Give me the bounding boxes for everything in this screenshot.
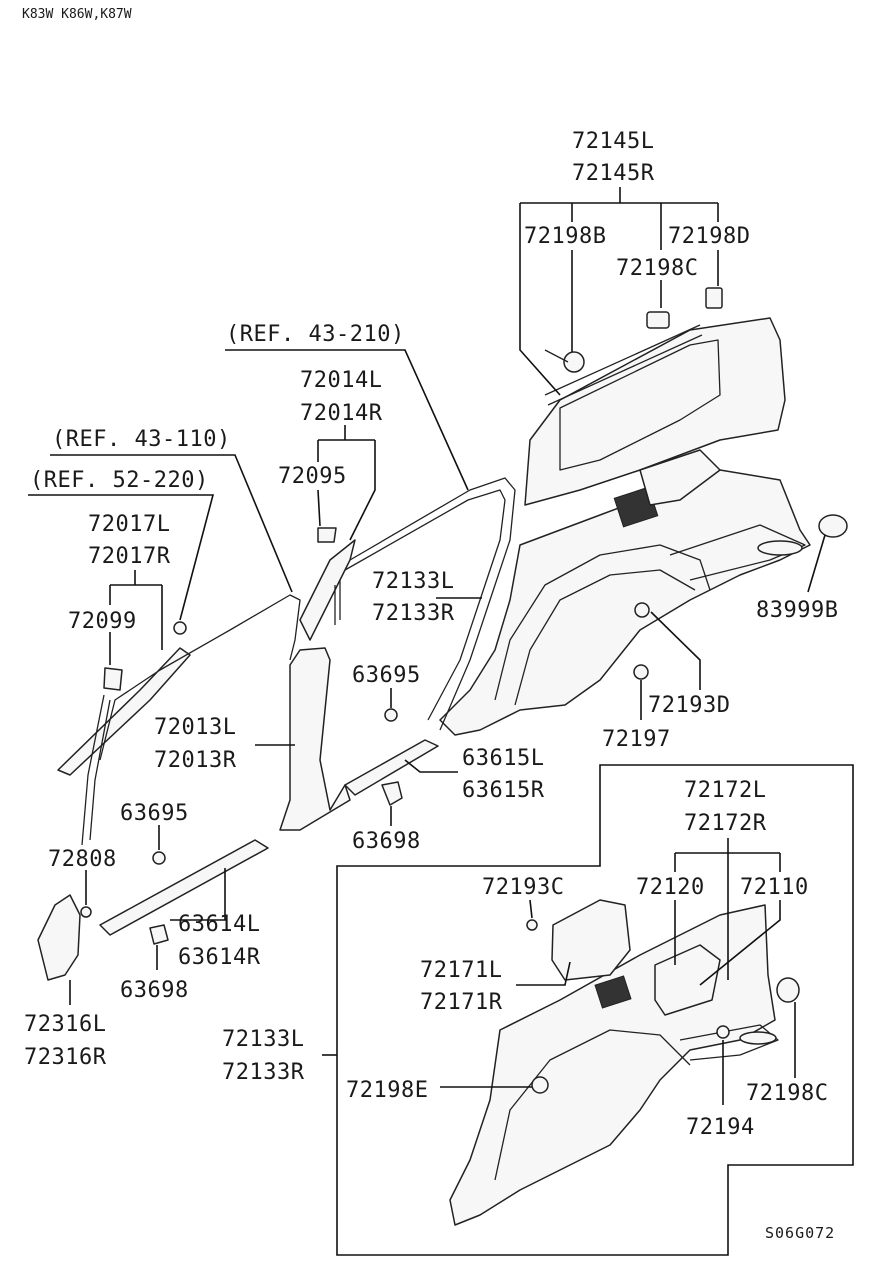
model-code: K83W K86W,K87W (22, 7, 132, 22)
front-pillar-trim (57, 647, 191, 776)
figure-code: S06G072 (765, 1224, 835, 1242)
label-63695-b: 63695 (120, 801, 189, 826)
center-pillar-lower-trim (279, 647, 351, 831)
quarter-window-opening (559, 339, 721, 471)
parts-artwork (37, 287, 848, 981)
label-72808: 72808 (48, 847, 117, 872)
detail-inset (336, 764, 854, 1256)
label-72017l: 72017L (88, 512, 170, 537)
rear-scuff-plate (344, 739, 439, 796)
label-72172r: 72172R (684, 811, 767, 836)
label-72171l: 72171L (420, 958, 502, 983)
label-72316l: 72316L (24, 1012, 106, 1037)
label-72133l-top: 72133L (372, 569, 454, 594)
label-72120: 72120 (636, 875, 705, 900)
label-72099: 72099 (68, 609, 137, 634)
quarter-trim-upper-panel (524, 317, 786, 506)
label-72198d: 72198D (668, 224, 750, 249)
label-72133l-bottom: 72133L (222, 1027, 304, 1052)
label-72198c-top: 72198C (616, 256, 698, 281)
part-labels: 72145L 72145R 72198B 72198D 72198C (REF.… (24, 129, 838, 1140)
center-pillar-upper-trim (299, 539, 356, 641)
label-72194: 72194 (686, 1115, 755, 1140)
label-72014l: 72014L (300, 368, 382, 393)
leader-lines (28, 187, 826, 1105)
label-63698-a: 63698 (352, 829, 421, 854)
label-72145r: 72145R (572, 161, 655, 186)
label-ref-52-220: (REF. 52-220) (30, 468, 209, 493)
label-72198c-bottom: 72198C (746, 1081, 828, 1106)
label-72110: 72110 (740, 875, 809, 900)
label-72013l: 72013L (154, 715, 236, 740)
label-72172l: 72172L (684, 778, 766, 803)
wheel-house-arch (494, 544, 711, 701)
label-63614r: 63614R (178, 945, 261, 970)
door-opening-weatherstrip (349, 477, 516, 731)
label-72198e: 72198E (346, 1078, 428, 1103)
label-72193c: 72193C (482, 875, 564, 900)
label-72198b: 72198B (524, 224, 606, 249)
label-83999b: 83999B (756, 598, 838, 623)
label-63695-a: 63695 (352, 663, 421, 688)
label-63698-b: 63698 (120, 978, 189, 1003)
label-72014r: 72014R (300, 401, 383, 426)
quarter-trim-lower-panel (439, 469, 811, 736)
label-72197: 72197 (602, 727, 671, 752)
cowl-side-trim (37, 894, 81, 981)
storage-lid-top (639, 449, 721, 506)
label-72017r: 72017R (88, 544, 171, 569)
label-63614l: 63614L (178, 912, 260, 937)
storage-lid (654, 944, 721, 1016)
label-72095: 72095 (278, 464, 347, 489)
label-63615r: 63615R (462, 778, 545, 803)
label-ref-43-210: (REF. 43-210) (226, 322, 405, 347)
front-scuff-plate (99, 839, 269, 936)
label-72133r-bottom: 72133R (222, 1060, 305, 1085)
label-72316r: 72316R (24, 1045, 107, 1070)
label-72145l: 72145L (572, 129, 654, 154)
storage-box (551, 899, 631, 981)
label-72013r: 72013R (154, 748, 237, 773)
label-72133r-top: 72133R (372, 601, 455, 626)
label-ref-43-110: (REF. 43-110) (52, 427, 231, 452)
label-72193d: 72193D (648, 693, 730, 718)
fasteners (80, 287, 848, 945)
label-72171r: 72171R (420, 990, 503, 1015)
vent-grille-inset (594, 975, 632, 1009)
label-63615l: 63615L (462, 746, 544, 771)
